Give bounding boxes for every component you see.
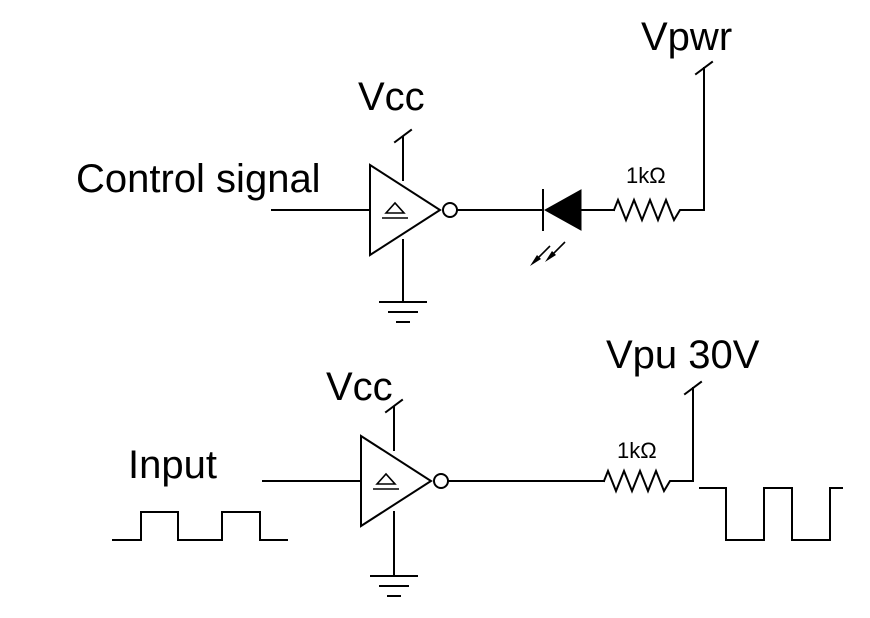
led-icon: [530, 189, 582, 266]
input-waveform-icon: [112, 511, 288, 541]
inverter-top: [369, 163, 458, 257]
output-waveform-icon: [699, 487, 843, 541]
inverter-bottom-bubble: [433, 473, 449, 489]
inverter-top-bubble: [442, 202, 458, 218]
resistor-bottom-icon: [602, 468, 694, 494]
control-signal-label: Control signal: [76, 157, 321, 201]
vpwr-label: Vpwr: [641, 15, 732, 59]
vcc-top-tick: [393, 128, 413, 144]
top-circuit: Vpwr Vcc Control signal 1kΩ: [76, 15, 732, 323]
vcc-top-label: Vcc: [358, 75, 425, 119]
vpu-tick: [683, 380, 703, 396]
vcc-bottom-tick: [384, 398, 404, 414]
resistor-top-icon: [612, 197, 705, 223]
ground-bottom-icon: [370, 511, 418, 597]
input-label: Input: [128, 443, 217, 487]
ground-top-icon: [379, 239, 427, 323]
resistor-top-label: 1kΩ: [626, 163, 666, 188]
open-collector-symbol-top: [384, 201, 406, 214]
inverter-bottom: [360, 434, 449, 528]
vpu-label: Vpu 30V: [606, 333, 760, 377]
vcc-bottom-label: Vcc: [326, 365, 393, 409]
resistor-bottom-label: 1kΩ: [617, 438, 657, 463]
open-collector-symbol-bottom: [375, 472, 397, 485]
bottom-circuit: Vpu 30V Vcc Input 1kΩ: [112, 333, 843, 597]
vpwr-tick: [694, 60, 714, 76]
